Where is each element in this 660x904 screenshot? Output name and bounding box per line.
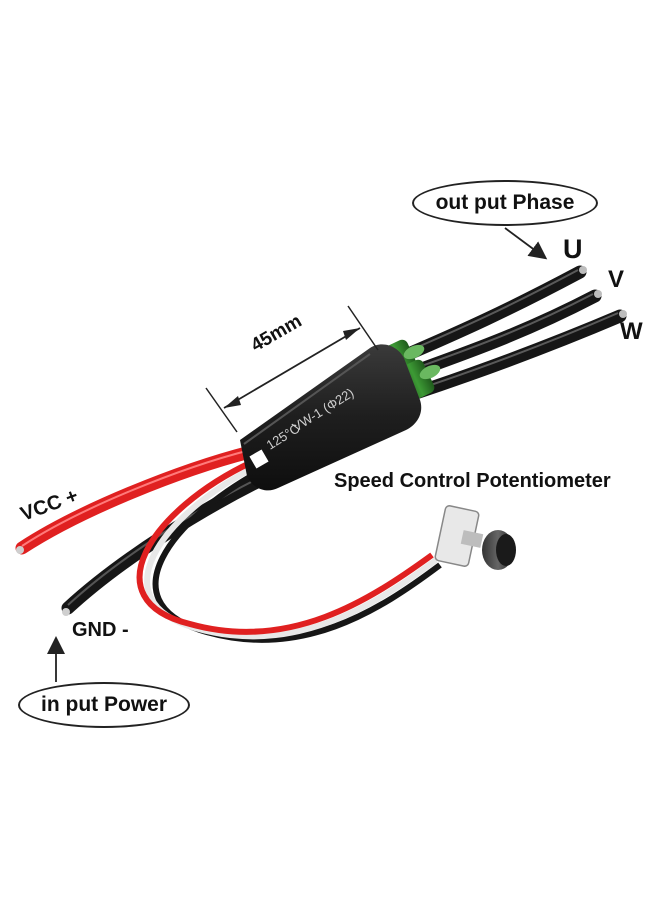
phase-w-label: W — [620, 318, 643, 345]
input-power-bubble: in put Power — [18, 682, 190, 728]
input-power-label: in put Power — [41, 693, 167, 716]
label-arrows — [47, 227, 548, 682]
speed-control-label: Speed Control Potentiometer — [334, 470, 611, 492]
potentiometer — [434, 505, 516, 570]
output-phase-bubble: out put Phase — [412, 180, 598, 226]
esc-body: 125°C VW-1 (Φ22) — [240, 344, 422, 491]
signal-wires — [136, 459, 442, 643]
phase-v-label: V — [608, 266, 625, 293]
dimension-indicator — [205, 305, 379, 433]
phase-u-label: U — [563, 234, 583, 264]
gnd-label: GND - — [72, 619, 129, 641]
output-phase-label: out put Phase — [435, 191, 575, 214]
